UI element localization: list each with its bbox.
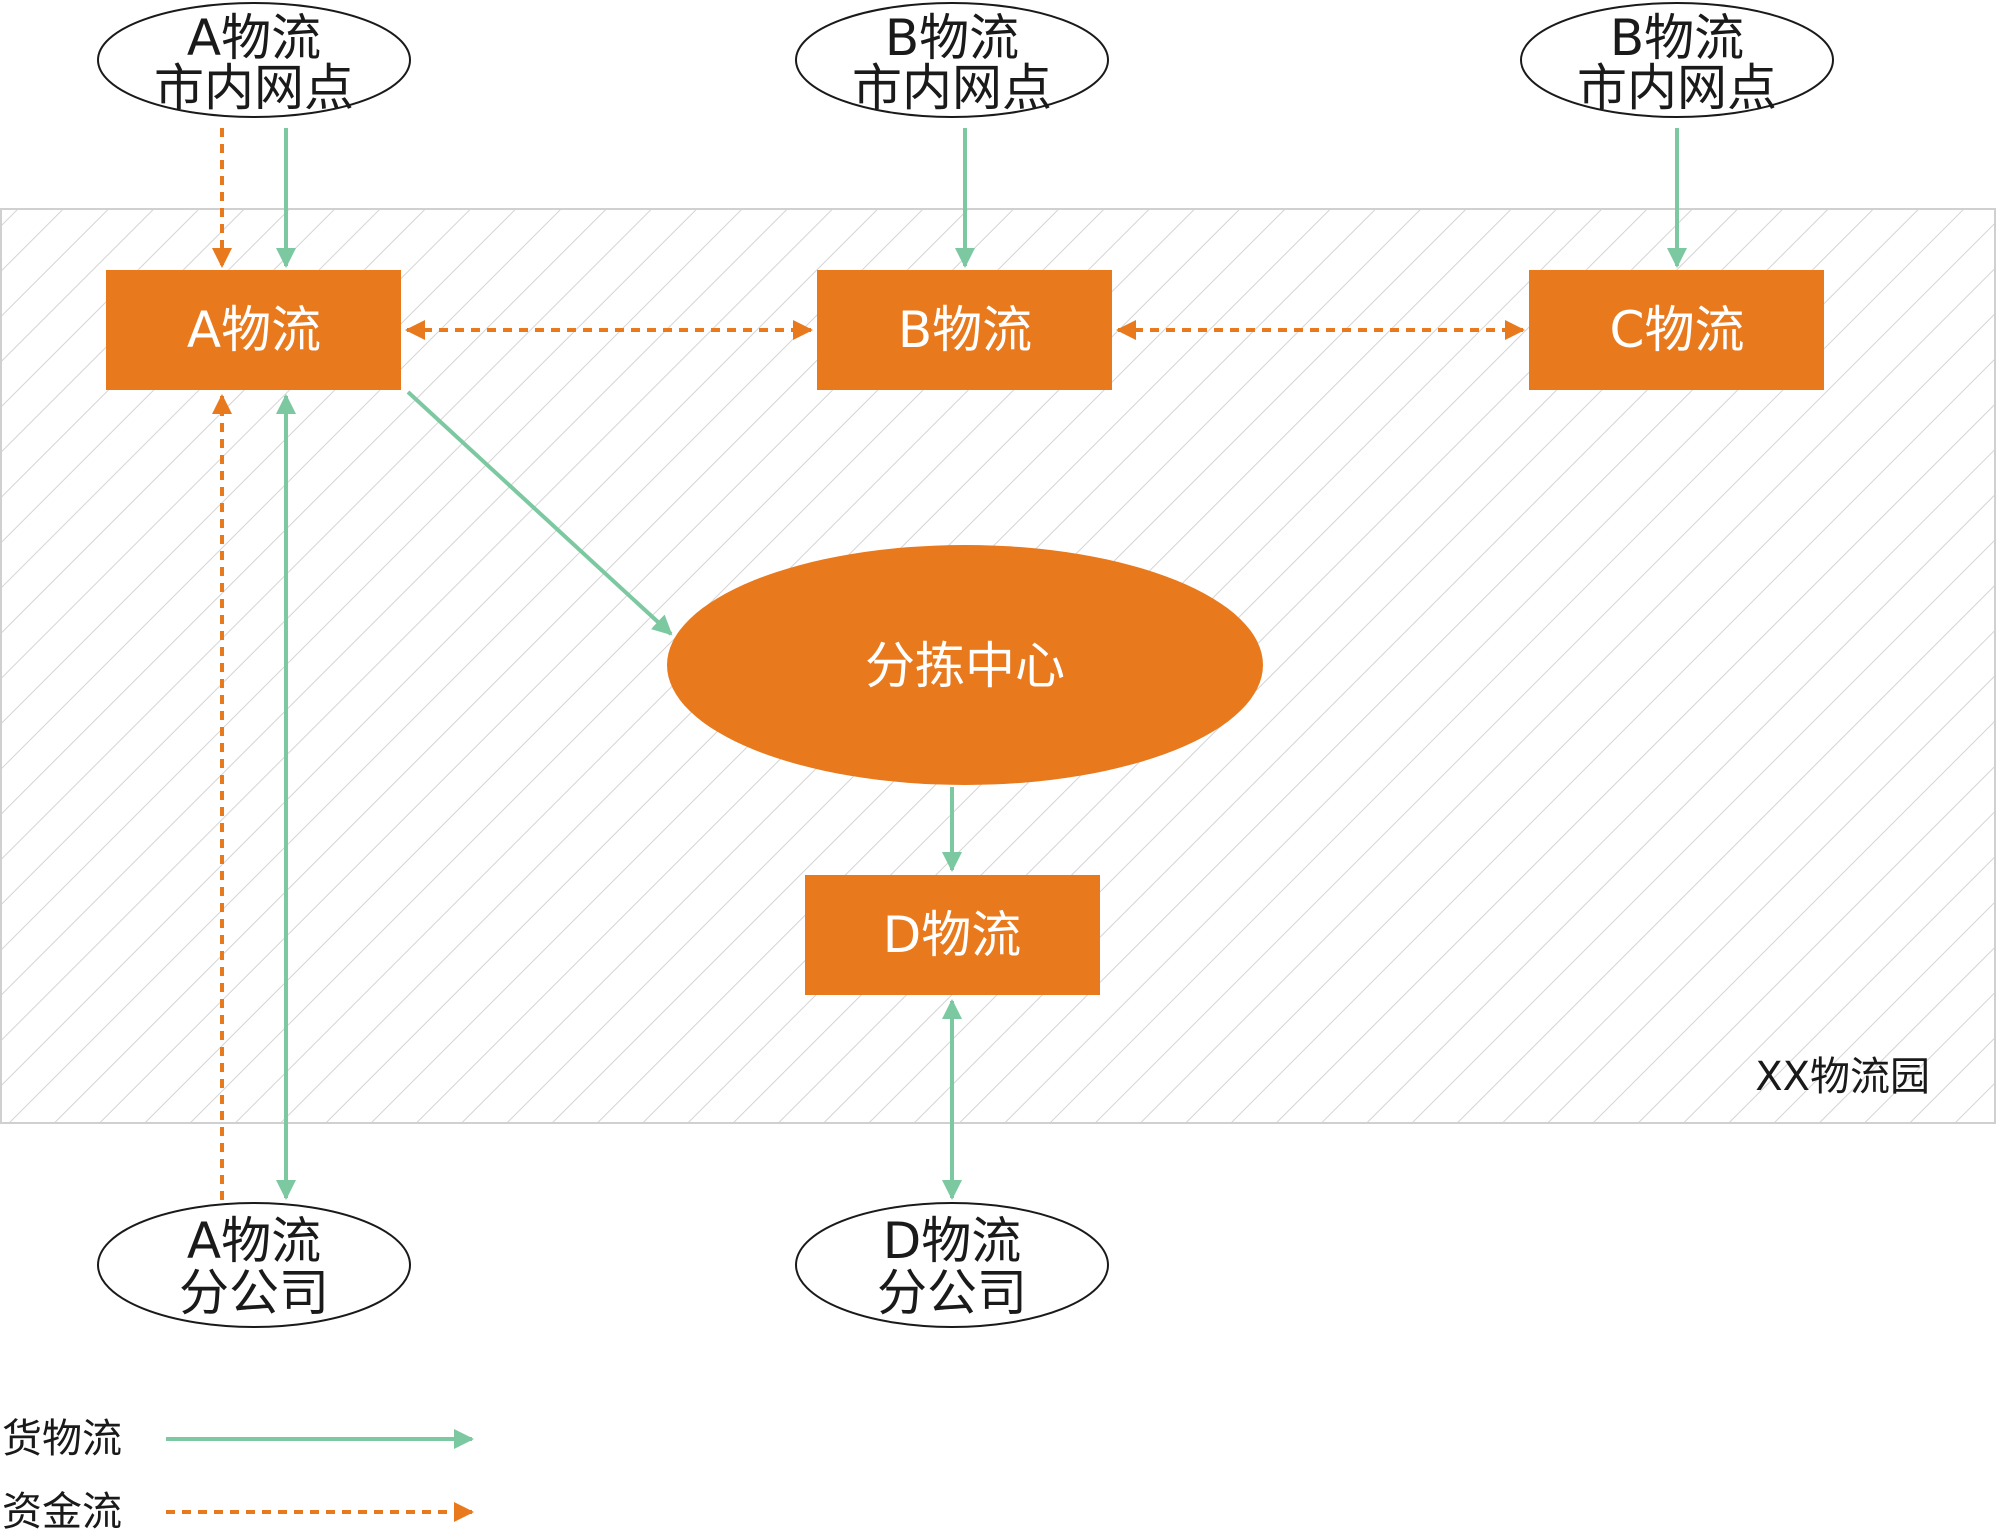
d-logistics-box: D物流 [805, 875, 1100, 995]
a-logistics-box: A物流 [106, 270, 401, 390]
a-branch-line1: A物流 [187, 1212, 321, 1270]
c-logistics-label: C物流 [1610, 301, 1745, 359]
goods-flow-a-to-sorting [406, 390, 673, 636]
d-branch-line2: 分公司 [877, 1264, 1027, 1322]
legend: 货物流 资金流 [2, 1416, 474, 1533]
b-logistics-box: B物流 [817, 270, 1112, 390]
legend-money-flow-label: 资金流 [2, 1489, 122, 1533]
b-city-outlet-line1: B物流 [885, 9, 1019, 67]
d-branch-line1: D物流 [883, 1212, 1022, 1270]
c-city-outlet: B物流 市内网点 [1520, 2, 1834, 118]
c-city-outlet-line1: B物流 [1610, 9, 1744, 67]
b-city-outlet: B物流 市内网点 [795, 2, 1109, 118]
sorting-center-label: 分拣中心 [865, 637, 1065, 695]
b-logistics-label: B物流 [898, 301, 1032, 359]
b-city-outlet-line2: 市内网点 [852, 59, 1052, 117]
a-branch-line2: 分公司 [179, 1264, 329, 1322]
c-city-outlet-line2: 市内网点 [1577, 59, 1777, 117]
park-label: XX物流园 [1755, 1054, 1930, 1100]
d-branch-office: D物流 分公司 [795, 1202, 1109, 1328]
d-logistics-label: D物流 [883, 906, 1022, 964]
a-logistics-label: A物流 [187, 301, 321, 359]
sorting-center: 分拣中心 [667, 545, 1263, 785]
legend-goods-flow-label: 货物流 [2, 1416, 122, 1462]
a-city-outlet-line2: 市内网点 [154, 59, 354, 117]
a-branch-office: A物流 分公司 [97, 1202, 411, 1328]
a-city-outlet-line1: A物流 [187, 9, 321, 67]
a-city-outlet: A物流 市内网点 [97, 2, 411, 118]
c-logistics-box: C物流 [1529, 270, 1824, 390]
